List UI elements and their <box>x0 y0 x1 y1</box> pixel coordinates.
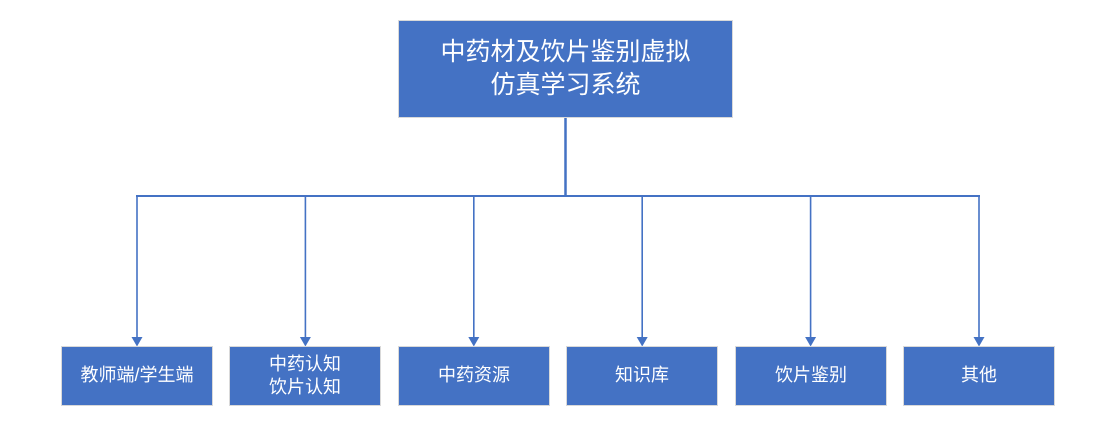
connector-drop-1 <box>131 195 143 347</box>
arrow-down-icon <box>805 337 817 347</box>
arrow-down-icon <box>973 337 985 347</box>
child-node-identification: 饮片鉴别 <box>735 346 887 406</box>
child-node-teacher-student: 教师端/学生端 <box>61 346 213 406</box>
connector-drop-4 <box>636 195 648 347</box>
child-node-cognition: 中药认知 饮片认知 <box>229 346 381 406</box>
child-node-resources: 中药资源 <box>398 346 550 406</box>
arrow-down-icon <box>299 337 311 347</box>
arrow-down-icon <box>636 337 648 347</box>
connector-drop-2 <box>299 195 311 347</box>
child-node-label: 饮片鉴别 <box>775 365 847 386</box>
child-node-other: 其他 <box>903 346 1055 406</box>
root-node-label: 中药材及饮片鉴别虚拟 仿真学习系统 <box>440 38 691 99</box>
arrow-down-icon <box>131 337 143 347</box>
child-node-label: 中药认知 饮片认知 <box>269 353 341 397</box>
child-node-label: 中药资源 <box>438 365 510 386</box>
connector-drop-5 <box>805 195 817 347</box>
arrow-down-icon <box>468 337 480 347</box>
root-node: 中药材及饮片鉴别虚拟 仿真学习系统 <box>398 20 733 118</box>
child-node-label: 其他 <box>961 365 997 386</box>
child-node-label: 教师端/学生端 <box>80 365 194 386</box>
connector-drop-6 <box>973 195 985 347</box>
child-node-label: 知识库 <box>615 365 669 386</box>
connector-drop-3 <box>468 195 480 347</box>
child-node-knowledge-base: 知识库 <box>566 346 718 406</box>
